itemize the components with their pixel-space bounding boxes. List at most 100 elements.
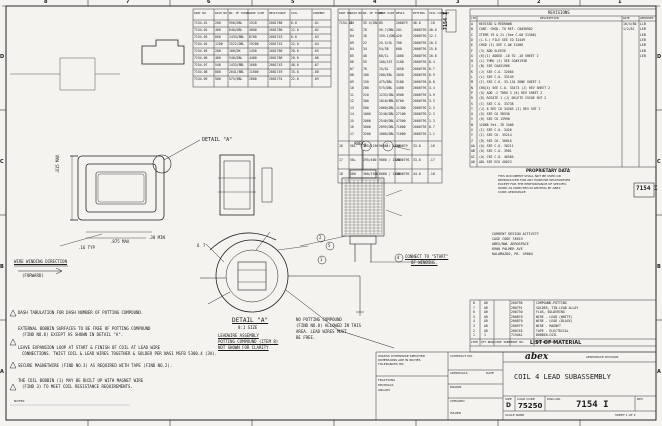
- zone-top-3: 3: [456, 0, 460, 5]
- dash-right-cell: 12: [350, 99, 354, 103]
- dash-left-header: CURRENT: [313, 11, 325, 15]
- callout-2: 2: [319, 235, 322, 240]
- dash-right-cell: 200079S: [413, 47, 427, 51]
- dash-right-extra-cell: 17: [339, 158, 343, 162]
- cage-value: 75250: [518, 402, 543, 410]
- dash-right-cell: 200079S: [413, 112, 427, 116]
- leadwire-assy-1: LEADWIRE ASSEMBLY: [218, 333, 259, 338]
- detail-a-ref: DETAIL "A": [202, 137, 233, 143]
- bom-cell: 200796: [511, 301, 523, 305]
- wire-direction-label: WIRE WINDING DIRECTION: [14, 259, 67, 264]
- company-logo: abex: [525, 352, 549, 362]
- dash-left-cell: 2001743: [269, 63, 283, 67]
- note-4b: (FIND 3) TO MEET COIL RESISTANCE REQUIRE…: [22, 384, 133, 389]
- tb-tol: TOLERANCES ON: [378, 362, 404, 366]
- dash-right-cell: 700: [396, 40, 402, 45]
- dash-left-cell: 2001786: [269, 49, 283, 53]
- dash-right-cell: 4.9: [429, 92, 435, 97]
- note-4a: THE COIL BOBBIN (1) MAY BE BUILT UP WITH…: [18, 378, 144, 383]
- dash-right-cell: 22: [363, 40, 367, 45]
- rev-cell: L: [471, 75, 473, 79]
- dash-left-cell: 200: [215, 49, 221, 53]
- dash-left-cell: -05: [313, 49, 319, 53]
- dash-right-cell: 200079S: [413, 118, 427, 123]
- rev-header: APPROVED: [640, 16, 654, 20]
- dash-right-cell: 1.3: [429, 118, 435, 123]
- bom-cell: 200870: [511, 319, 523, 324]
- rev-cell: (L.S.) FILE SEE CO 31449: [479, 37, 526, 42]
- dash-right-cell: 2060/DBL: [379, 105, 395, 110]
- rev-cell: S: [471, 101, 473, 106]
- bom-cell: 200979: [511, 324, 523, 328]
- rev-cell: AB: [471, 149, 475, 154]
- rev-cell: V: [471, 117, 473, 122]
- dash-right-cell: 1000: [363, 112, 371, 116]
- note-2a: EXTERNAL BOBBIN SURFACES TO BE FREE OF P…: [18, 326, 151, 331]
- tb-dims: DIMENSIONS ARE IN INCHES: [378, 358, 421, 362]
- dash-right-cell: 27100: [396, 112, 406, 116]
- bom-cell: COMPOUND-POTTING: [536, 301, 567, 305]
- rev-header: DATE: [623, 16, 630, 20]
- bom-cell: AR: [484, 314, 488, 319]
- rev-cell: CHG(4) SEE C.O. 33473 (J) REV SHEET 2: [479, 85, 551, 90]
- zone-top-1: 1: [618, 0, 622, 5]
- dash-right-cell: 40.0: [429, 27, 437, 32]
- design-activity-3: ABEX/NWL AEROSPACE: [492, 242, 529, 246]
- connect-start-1: CONNECT TO "START": [405, 254, 449, 259]
- dash-left-cell: 2001786: [269, 21, 283, 25]
- rev-cell: AC: [471, 154, 475, 159]
- design-activity-4: 6900 PALMER AVE: [492, 247, 523, 251]
- dash-right-cell: 54: [350, 21, 354, 25]
- dash-right-cell: 6.8: [429, 79, 435, 84]
- tb-size-label: SIZE: [505, 397, 512, 401]
- bom-cell: WIRE - LEAD (WHITE): [536, 314, 573, 319]
- connect-start-2: OF WINDING.: [411, 260, 438, 265]
- dash-left-cell: 7154-04: [194, 42, 208, 46]
- zone-top-4: 4: [373, 0, 377, 5]
- dim-815: .815 MAX: [55, 154, 60, 174]
- sheet-value: SHEET 1 OF 2: [615, 413, 636, 417]
- dash-left-header: COIL: [291, 11, 298, 15]
- dash-left-cell: 7154-02: [194, 28, 208, 32]
- bom-cell: WIRE - MAGNET: [536, 324, 561, 328]
- callout-7: 7: [203, 243, 206, 248]
- drawing-title: COIL 4 LEAD SUBASSEMBLY: [514, 373, 611, 381]
- rev-cell: W: [471, 122, 473, 127]
- callout-3: 3: [386, 143, 389, 148]
- rev-cell: LEB: [640, 27, 646, 32]
- rev-cell: (3) ADD SLEEVE: [479, 48, 506, 53]
- bom-cell: 200730: [511, 310, 523, 315]
- rev-cell: (N) SEE CO#31966: [479, 64, 510, 69]
- dash-right-cell: 3.3: [429, 99, 435, 103]
- zone-side-c-right: C: [657, 159, 661, 165]
- tb-cage-label: CAGE CODE: [517, 397, 535, 401]
- zone-top-2: 2: [537, 0, 541, 5]
- rev-cell: CONT. CHGD. TO REF. C0#30982: [479, 27, 533, 32]
- dash-right-cell: 200079S: [413, 86, 427, 90]
- dash-right-cell: 200079S: [413, 27, 427, 32]
- rev-cell: (L) THRU (J) SEE CO#31938: [479, 59, 527, 64]
- bom-cell: 4: [473, 319, 475, 324]
- dash-left-cell: 7154-06: [194, 56, 208, 60]
- dash-right-extra-cell: 9000 / 1450: [379, 158, 401, 162]
- dash-right-cell: 200079S: [413, 125, 427, 129]
- dash-right-cell: 15/GL: [379, 66, 389, 71]
- bom-header: DESCRIPTION: [536, 340, 555, 344]
- bom-cell: 200791: [511, 305, 523, 310]
- dash-right-cell: 05: [350, 53, 354, 58]
- rev-header: LTR: [471, 16, 477, 20]
- tb-angles: ANGLES: [378, 388, 391, 392]
- dash-left-cell: 20.0: [291, 49, 299, 53]
- dash-right-extra-cell: 50+: [350, 158, 356, 162]
- dash-right-extra-cell: 50+: [350, 144, 356, 148]
- rev-cell: (D) SEE CO. 36016: [479, 138, 512, 143]
- dash-right-cell: 600: [396, 47, 402, 51]
- dash-right-cell: 70: [363, 66, 367, 71]
- leadwire-assy-3: NOT SHOWN FOR CLARITY: [218, 345, 269, 350]
- dash-left-header: DASH NO.: [215, 11, 229, 15]
- dash-right-cell: 200079S: [413, 99, 427, 103]
- rev-cell: (I) SEE C.O. 3426: [479, 128, 512, 132]
- dwg-number: 7154 I: [576, 400, 609, 410]
- dash-right-cell: 46.0: [413, 21, 421, 25]
